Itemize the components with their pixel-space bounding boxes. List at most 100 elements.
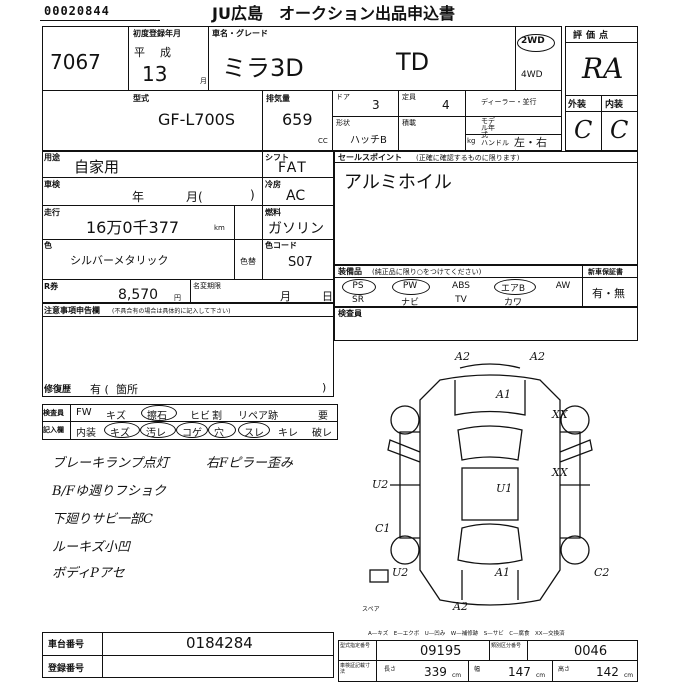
registration-label: 登録番号 [48,664,85,674]
recycle-value: 8,570 [118,287,159,303]
damage-mark: A1 [495,566,510,579]
check-break: 割 [212,411,222,422]
notes-label: 注意事項申告欄 [44,306,100,315]
mileage-unit: km [214,224,225,232]
model-year-label: モデル年式 [481,117,495,139]
usage-value: 自家用 [74,158,120,176]
fuel-value: ガソリン [268,221,324,237]
repair-history-label: 修復歴 [44,385,72,395]
damage-mark: C2 [594,566,610,579]
capacity-value: 4 [442,98,450,112]
era-bottom: 成 [160,46,171,59]
check-repair: リペア跡 [238,411,278,422]
check-fw: FW [76,407,92,418]
sales-point-label: セールスポイント [338,153,402,162]
doors-label: ドア [336,93,350,101]
check-cut: キレ [278,428,298,439]
name-change-month: 月 [280,290,291,303]
shape-label: 形状 [336,119,350,127]
displacement-label: 排気量 [266,94,290,103]
first-registration-label: 初度登録年月 [133,29,181,38]
note-line-5: ルーキズ小凹 [52,540,131,555]
recycle-unit: 円 [174,294,181,302]
chassis-number: 0184284 [186,634,253,652]
color-value: シルバーメタリック [70,254,169,267]
doors-value: 3 [372,98,380,112]
damage-mark: U2 [392,566,409,579]
aircon-label: 冷房 [265,180,281,189]
serial-number: 00020844 [44,4,110,18]
damage-mark: U1 [496,482,513,495]
width-label: 幅 [474,666,481,673]
length-unit: cm [452,672,462,679]
handle-label: ハンドル [481,139,509,147]
length-label: 長さ [384,666,397,673]
damage-mark: U2 [372,478,389,491]
check-required: 要 [318,411,328,422]
equip-abs: ABS [452,281,470,291]
damage-mark: XX [552,466,568,479]
inspector-label: 検査員 [338,309,362,318]
capacity-label: 定員 [402,93,416,101]
note-line-2: 右Fピラー歪み [206,456,294,471]
interior-label: 内装 [605,100,624,110]
vehicle-name-label: 車名・グレード [212,29,268,38]
recycle-label: R券 [44,282,59,291]
note-line-4: 下廻りサビ一部C [52,512,153,527]
check-scratch: キズ [106,411,126,422]
handle-value: 左・右 [514,136,547,149]
vehicle-grade: TD [396,48,430,76]
note-line-1: ブレーキランプ点灯 [52,456,169,471]
spare-label: スペア [362,606,380,613]
damage-mark: A1 [496,388,511,401]
interior-grade: C [610,116,629,144]
width-unit: cm [536,672,546,679]
repair-history-suffix: 箇所 [116,383,138,396]
equip-navi: ナビ [400,298,419,308]
equip-leather: カワ [503,298,522,308]
checks-label-top: 検査員 [43,409,64,417]
damage-mark: A2 [530,350,545,363]
check-tear: 破レ [312,428,332,439]
displacement-unit: CC [318,137,328,145]
length-value: 339 [424,665,447,679]
damage-legend: A—キズ E—エクボ U—凹み W—補修跡 S—サビ C—腐食 XX—交換済 [368,631,565,637]
equip-aw: AW [555,281,571,291]
classification-label: 類別区分番号 [491,643,522,649]
inspection-month: 月( [186,190,203,204]
load-unit: kg [467,137,476,145]
shift-label: シフト [265,153,289,162]
repair-history-close: ) [322,381,327,394]
width-value: 147 [508,665,531,679]
load-label: 積載 [402,119,416,127]
chassis-label: 車台番号 [48,640,85,650]
name-change-label: 名変期限 [193,282,221,290]
damage-mark: A2 [455,350,470,363]
damage-mark: A2 [453,600,468,613]
dimensions-label: 車検証記載寸法 [340,663,371,675]
note-line-6: ボディPアセ [52,566,125,581]
height-label: 高さ [558,666,571,673]
shift-value: FAT [278,160,308,176]
classification-number: 0046 [574,644,608,659]
sales-point-value: アルミホイル [344,172,452,193]
fuel-label: 燃料 [265,208,281,217]
car-damage-diagram [369,363,593,606]
color-code-label: 色コード [265,241,297,250]
lot-number: 7067 [50,50,101,74]
name-change-day: 日 [322,290,333,303]
equip-tv: TV [455,295,467,305]
aircon-value: AC [286,188,306,204]
registration-year: 13 [142,62,168,86]
usage-label: 用途 [44,153,60,162]
inspection-year: 年 [132,190,145,204]
model-code: GF-L700S [158,110,235,129]
damage-mark: C1 [375,522,391,535]
mileage-label: 走行 [44,208,60,217]
repair-history-value: 有 ( [90,383,109,396]
certification-label: 型式指定番号 [340,643,371,649]
damage-mark: XX [552,408,568,421]
mileage-value: 16万0千377 [86,218,180,237]
era-top: 平 [134,46,145,59]
registration-month-suffix: 月 [200,77,207,85]
